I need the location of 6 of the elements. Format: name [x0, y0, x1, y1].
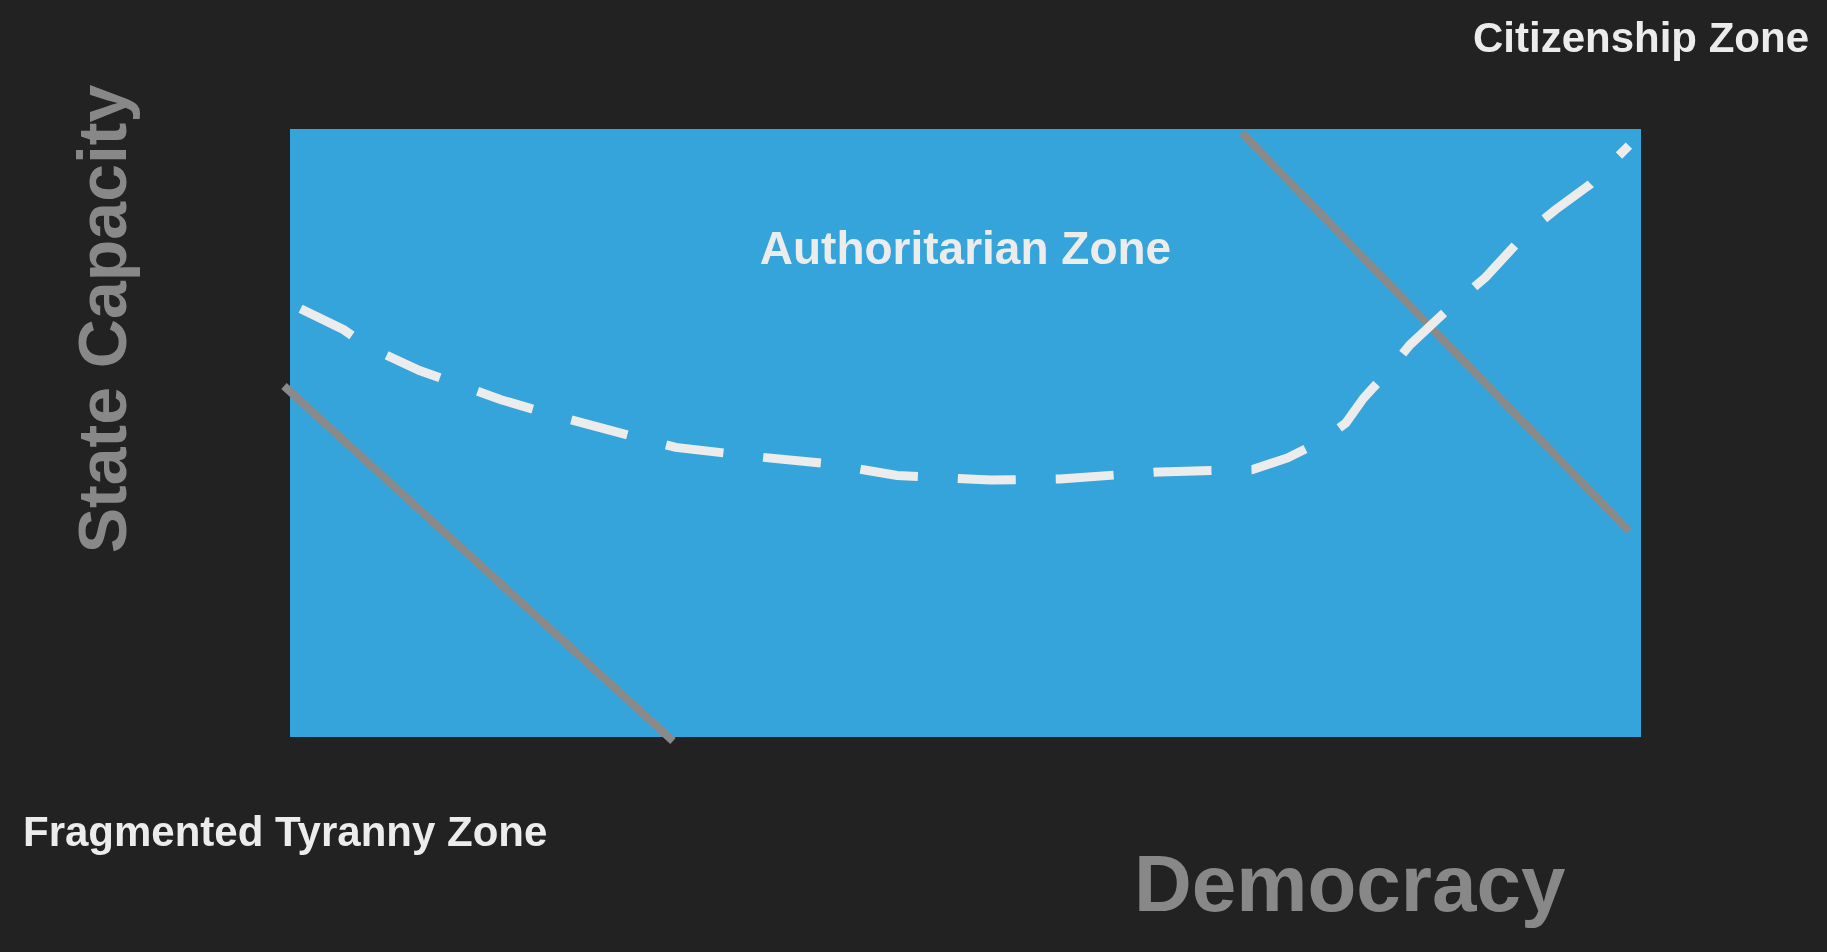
- zone-label: Citizenship Zone: [1473, 14, 1809, 62]
- axis-label: Democracy: [1134, 838, 1566, 930]
- zone-label: Fragmented Tyranny Zone: [23, 808, 548, 856]
- zone-area: [290, 129, 1641, 737]
- axis-label: State Capacity: [63, 84, 142, 554]
- zone-label: Authoritarian Zone: [759, 221, 1172, 275]
